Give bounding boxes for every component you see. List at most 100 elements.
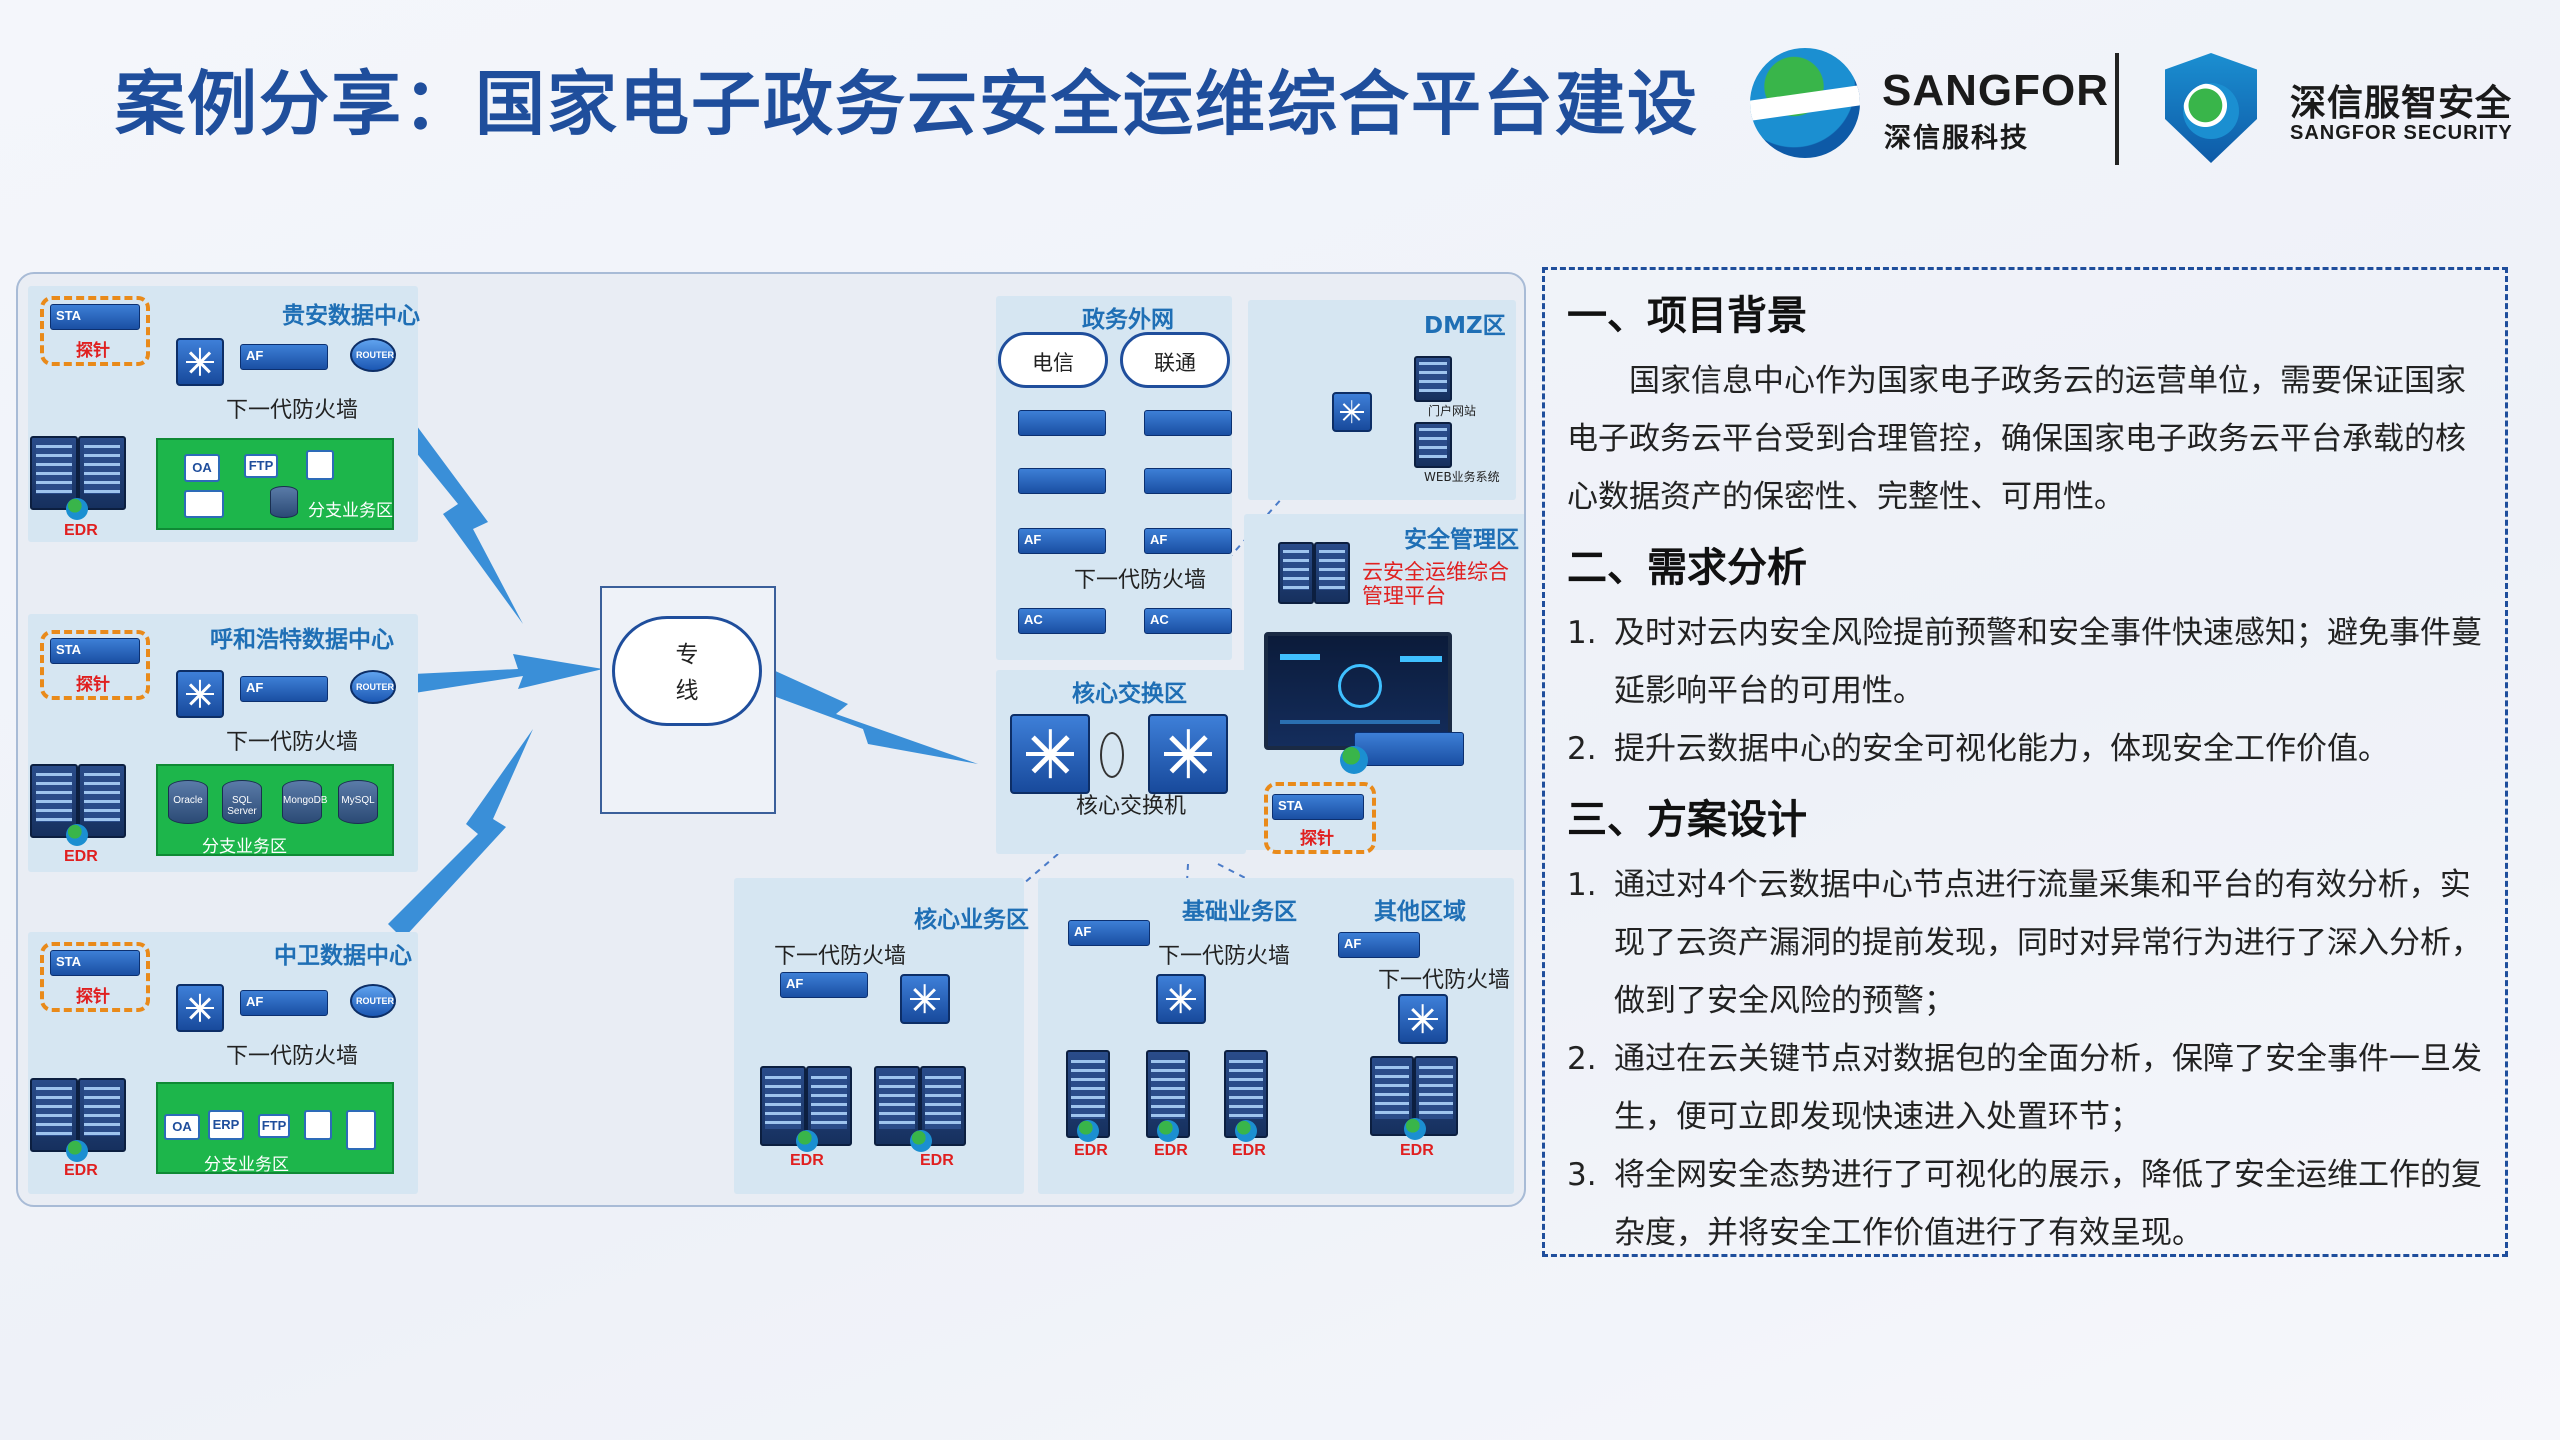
core-switch-title: 核心交换区 (1072, 681, 1187, 707)
server-icon (1314, 542, 1350, 604)
firewall-label: 下一代防火墙 (226, 398, 359, 423)
section-background-title: 一、项目背景 (1567, 293, 1807, 339)
security-mgmt-zone: 安全管理区 云安全运维综合管理平台 (1244, 514, 1524, 850)
edr-icon (66, 824, 88, 846)
firewall-label: 下一代防火墙 (1074, 568, 1207, 593)
logo-area: SANGFOR 深信服科技 深信服智安全 SANGFOR SECURITY (1750, 48, 2530, 168)
router-device (1018, 410, 1106, 436)
sangfor-logo-subtext: 深信服科技 (1884, 123, 2029, 154)
portal-label: 门户网站 (1428, 404, 1477, 418)
branch-business-zone: Oracle SQL Server MongoDB MySQL 分支业务区 (156, 764, 394, 857)
branch-zone-label: 分支业务区 (202, 837, 287, 857)
branch-zone-label: 分支业务区 (204, 1155, 289, 1175)
dc-zhongwei-zone: 中卫数据中心 STA 探针 AF ROUTER 下一代防火墙 EDR OA ER… (28, 932, 418, 1194)
leased-line-label: 专 (675, 642, 699, 668)
edr-label: EDR (64, 1162, 98, 1179)
core-switch-icon (1010, 714, 1090, 794)
dmz-zone: DMZ区 门户网站 WEB业务系统 (1248, 300, 1516, 500)
leased-line-label-2: 线 (675, 678, 699, 704)
section-requirements-title: 二、需求分析 (1567, 545, 1807, 591)
ftp-icon: FTP (258, 1114, 290, 1138)
switch-device (1144, 468, 1232, 494)
edr-icon (910, 1130, 932, 1152)
edr-label: EDR (64, 522, 98, 539)
core-switch-label: 核心交换机 (1076, 794, 1187, 819)
database-sqlserver-icon: SQL Server (222, 780, 262, 824)
shield-icon (1340, 746, 1368, 774)
dc-hohhot-title: 呼和浩特数据中心 (210, 627, 394, 653)
security-mgmt-title: 安全管理区 (1404, 527, 1519, 553)
list-item: 2.通过在云关键节点对数据包的全面分析，保障了安全事件一旦发生，便可立即发现快速… (1567, 1041, 2482, 1135)
settings-icon (346, 1110, 376, 1150)
branch-business-zone: OA ERP FTP 分支业务区 (156, 1082, 394, 1175)
base-business-title: 基础业务区 (1182, 899, 1297, 925)
af-device: AF (1144, 528, 1232, 554)
telecom-cloud-icon: 电信 (998, 332, 1108, 388)
probe-box (40, 630, 150, 700)
section-solution-title: 三、方案设计 (1567, 797, 1807, 843)
edr-label: EDR (1154, 1142, 1188, 1159)
branch-zone-label: 分支业务区 (308, 501, 393, 521)
probe-label: 探针 (76, 987, 110, 1007)
firewall-label: 下一代防火墙 (1378, 968, 1511, 993)
extranet-zone: 政务外网 电信 联通 AF AF 下一代防火墙 AC AC (996, 296, 1232, 660)
sta-device: STA (50, 638, 140, 664)
server-icon (78, 764, 126, 838)
core-switch-icon (1148, 714, 1228, 794)
af-device: AF (1018, 528, 1106, 554)
server-icon (30, 1078, 78, 1152)
logo-divider (2115, 53, 2119, 165)
link-aggregation-icon (1100, 732, 1124, 778)
core-switch-zone: 核心交换区 核心交换机 (996, 670, 1246, 854)
portal-server-icon (1414, 356, 1452, 402)
server-icon (78, 1078, 126, 1152)
ac-device: AC (1144, 608, 1232, 634)
edr-label: EDR (1400, 1142, 1434, 1159)
page-title: 案例分享：国家电子政务云安全运维综合平台建设 (115, 63, 1699, 145)
oa-icon: OA (164, 1114, 200, 1140)
core-business-zone: 核心业务区 下一代防火墙 AF EDR EDR (734, 878, 1029, 1194)
probe-label: 探针 (76, 341, 110, 361)
firewall-label: 下一代防火墙 (226, 1044, 359, 1069)
af-device: AF (1068, 920, 1150, 946)
database-mysql-icon: MySQL (338, 780, 378, 824)
server-icon (760, 1066, 806, 1146)
sta-device: STA (1272, 794, 1364, 820)
dmz-title: DMZ区 (1424, 313, 1506, 339)
edr-icon (66, 498, 88, 520)
ftp-icon: FTP (244, 454, 278, 478)
edr-icon (1157, 1120, 1179, 1142)
sangfor-logo-text: SANGFOR (1882, 66, 2109, 115)
switch-icon (1398, 994, 1448, 1044)
extranet-title: 政务外网 (1082, 307, 1174, 333)
edr-icon (796, 1130, 818, 1152)
router-icon: ROUTER (350, 984, 396, 1018)
base-business-zone: 基础业务区 AF 下一代防火墙 EDR EDR EDR (1038, 878, 1338, 1194)
switch-icon (176, 670, 224, 718)
switch-icon (176, 984, 224, 1032)
list-item: 1.及时对云内安全风险提前预警和安全事件快速感知；避免事件蔓延影响平台的可用性。 (1567, 615, 2482, 709)
mail-icon (306, 450, 334, 480)
database-oracle-icon: Oracle (168, 780, 208, 824)
web-server-icon (1414, 422, 1452, 468)
af-device: AF (240, 344, 328, 370)
edr-label: EDR (790, 1152, 824, 1169)
dc-zhongwei-title: 中卫数据中心 (274, 943, 412, 969)
server-icon (78, 436, 126, 510)
unicom-cloud-icon: 联通 (1120, 332, 1230, 388)
core-business-title: 核心业务区 (914, 907, 1029, 933)
af-device: AF (1338, 932, 1420, 958)
list-item: 3.将全网安全态势进行了可视化的展示，降低了安全运维工作的复杂度，并将安全工作价… (1567, 1157, 2482, 1251)
platform-label: 云安全运维综合管理平台 (1362, 560, 1509, 608)
network-diagram: 贵安数据中心 STA 探针 AF ROUTER 下一代防火墙 EDR OA FT… (16, 272, 1526, 1207)
edr-icon (1077, 1120, 1099, 1142)
sta-device: STA (50, 950, 140, 976)
list-item: 2.提升云数据中心的安全可视化能力，体现安全工作价值。 (1567, 731, 2389, 767)
switch-device (1018, 468, 1106, 494)
database-mongodb-icon: MongoDB (282, 780, 327, 824)
af-device: AF (240, 990, 328, 1016)
dc-guian-zone: 贵安数据中心 STA 探针 AF ROUTER 下一代防火墙 EDR OA FT… (28, 286, 420, 542)
server-icon (806, 1066, 852, 1146)
edr-icon (1404, 1118, 1426, 1140)
oa-icon: OA (184, 454, 220, 482)
